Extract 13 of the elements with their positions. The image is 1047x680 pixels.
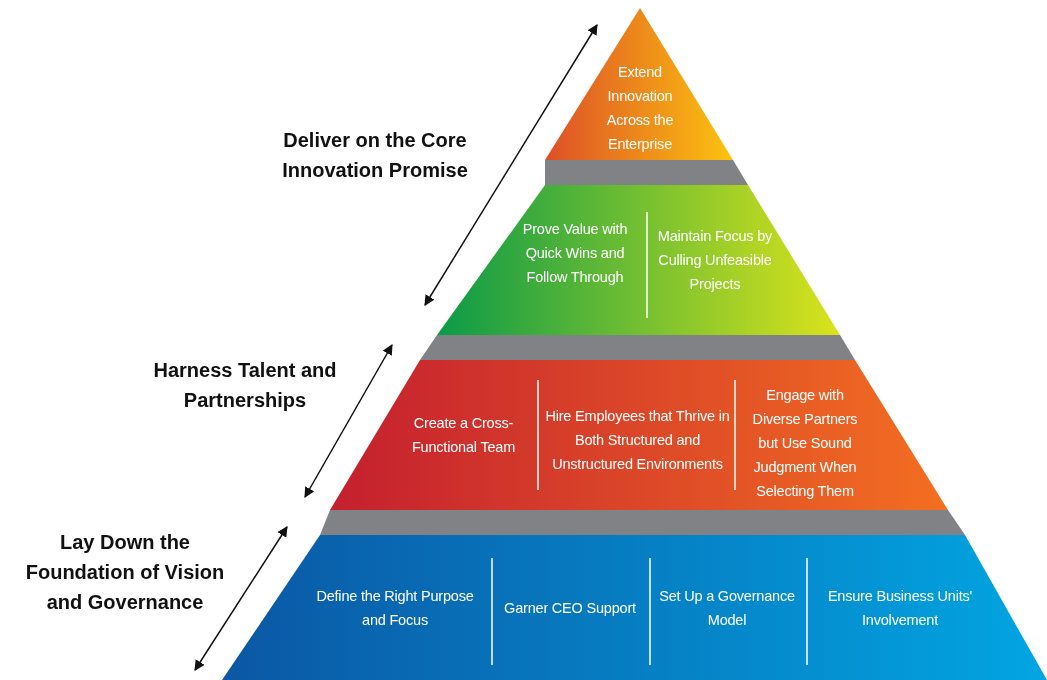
tier-text: Set Up a Governance Model: [658, 586, 796, 630]
tier-text: Create a Cross-Functional Team: [410, 414, 517, 457]
tier-text: Prove Value with Quick Wins and Follow Through: [521, 219, 629, 287]
tier-text: Maintain Focus by Culling Unfeasible Projects: [656, 227, 774, 294]
tier-text: Engage with Diverse Partners but Use Sound Judgment When Selecting Them: [751, 386, 859, 501]
tier-text: Garner CEO Support: [504, 598, 636, 618]
tier-text: Ensure Business Units' Involvement: [826, 586, 974, 630]
tier-text: Hire Employees that Thrive in Both Structured and Unstructured Environments: [545, 407, 730, 474]
stage-heading: Harness Talent and Partnerships: [152, 358, 338, 413]
stage-heading: Deliver on the Core Innovation Promise: [281, 128, 469, 183]
tier-text: Extend Innovation Across the Enterprise: [605, 63, 675, 154]
tier-text: Define the Right Purpose and Focus: [315, 586, 475, 630]
stage-heading: Lay Down the Foundation of Vision and Governance: [24, 530, 226, 615]
